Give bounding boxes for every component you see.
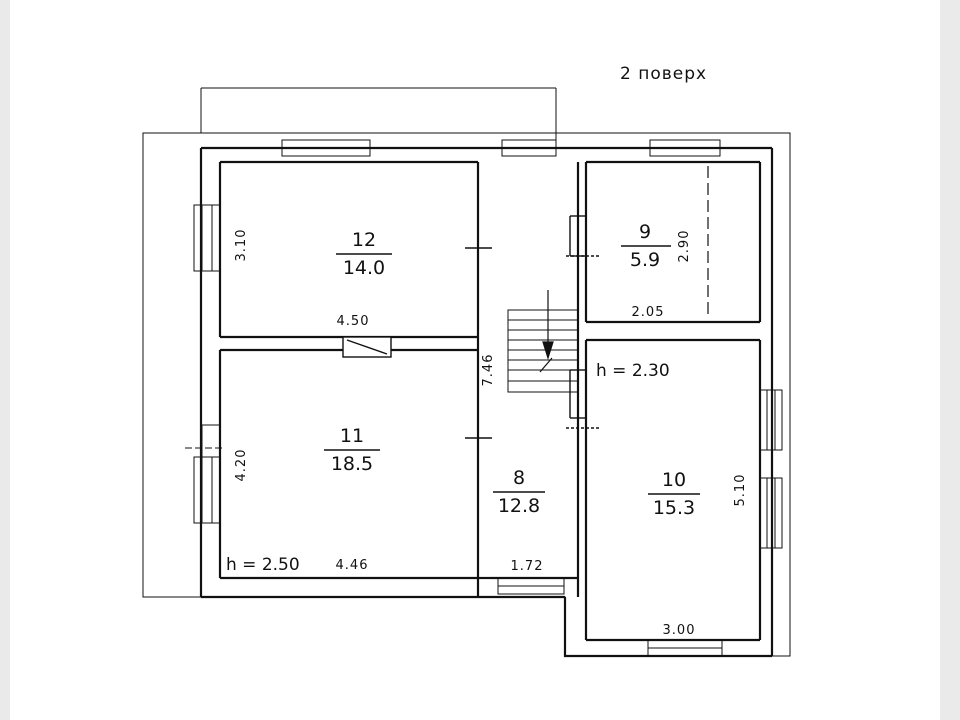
room-area: 12.8	[498, 495, 540, 517]
room-8-dim-horizontal: 1.72	[511, 559, 544, 574]
room-number: 8	[513, 467, 525, 489]
room-number: 11	[340, 425, 364, 447]
room-label-9: 9 5.9	[621, 221, 671, 271]
room-area: 15.3	[653, 497, 695, 519]
window-icon	[649, 139, 721, 157]
room-11-height-note: h = 2.50	[226, 555, 300, 575]
room-area: 5.9	[630, 249, 660, 271]
room-10-height-note: h = 2.30	[596, 361, 670, 381]
room-number: 9	[639, 221, 651, 243]
room-12-dim-horizontal: 4.50	[337, 314, 370, 329]
room-label-10: 10 15.3	[648, 469, 700, 519]
room-label-12: 12 14.0	[336, 229, 392, 279]
room-9-dim-vertical: 2.90	[677, 230, 692, 263]
room-9-dim-horizontal: 2.05	[632, 305, 665, 320]
door-icon	[342, 336, 392, 358]
window-icon	[201, 424, 221, 458]
window-icon	[647, 639, 723, 657]
room-number: 10	[662, 469, 686, 491]
window-icon	[501, 139, 557, 157]
exterior-wall-lines	[199, 146, 774, 658]
room-label-8: 8 12.8	[493, 467, 545, 517]
page-title: 2 поверх	[620, 64, 707, 84]
room-number: 12	[352, 229, 376, 251]
window-icon	[759, 389, 783, 451]
room-12-dim-vertical: 3.10	[234, 229, 249, 262]
room-area: 14.0	[343, 257, 385, 279]
drawing-canvas	[10, 0, 940, 720]
staircase	[507, 290, 579, 393]
room-10-dim-vertical: 5.10	[733, 474, 748, 507]
door-openings	[342, 215, 600, 446]
room-10-dim-horizontal: 3.00	[663, 623, 696, 638]
window-icon	[497, 577, 565, 595]
window-icon	[193, 204, 221, 272]
room-11-dim-vertical: 4.20	[234, 449, 249, 482]
stair-direction-arrow-icon	[539, 290, 554, 373]
window-openings	[193, 139, 783, 657]
room-area: 18.5	[331, 453, 373, 475]
room-11-dim-horizontal: 4.46	[336, 558, 369, 573]
room-label-11: 11 18.5	[324, 425, 380, 475]
window-icon	[193, 456, 221, 524]
window-icon	[281, 139, 371, 157]
room-8-dim-vertical: 7.46	[481, 354, 496, 387]
window-icon	[759, 477, 783, 549]
